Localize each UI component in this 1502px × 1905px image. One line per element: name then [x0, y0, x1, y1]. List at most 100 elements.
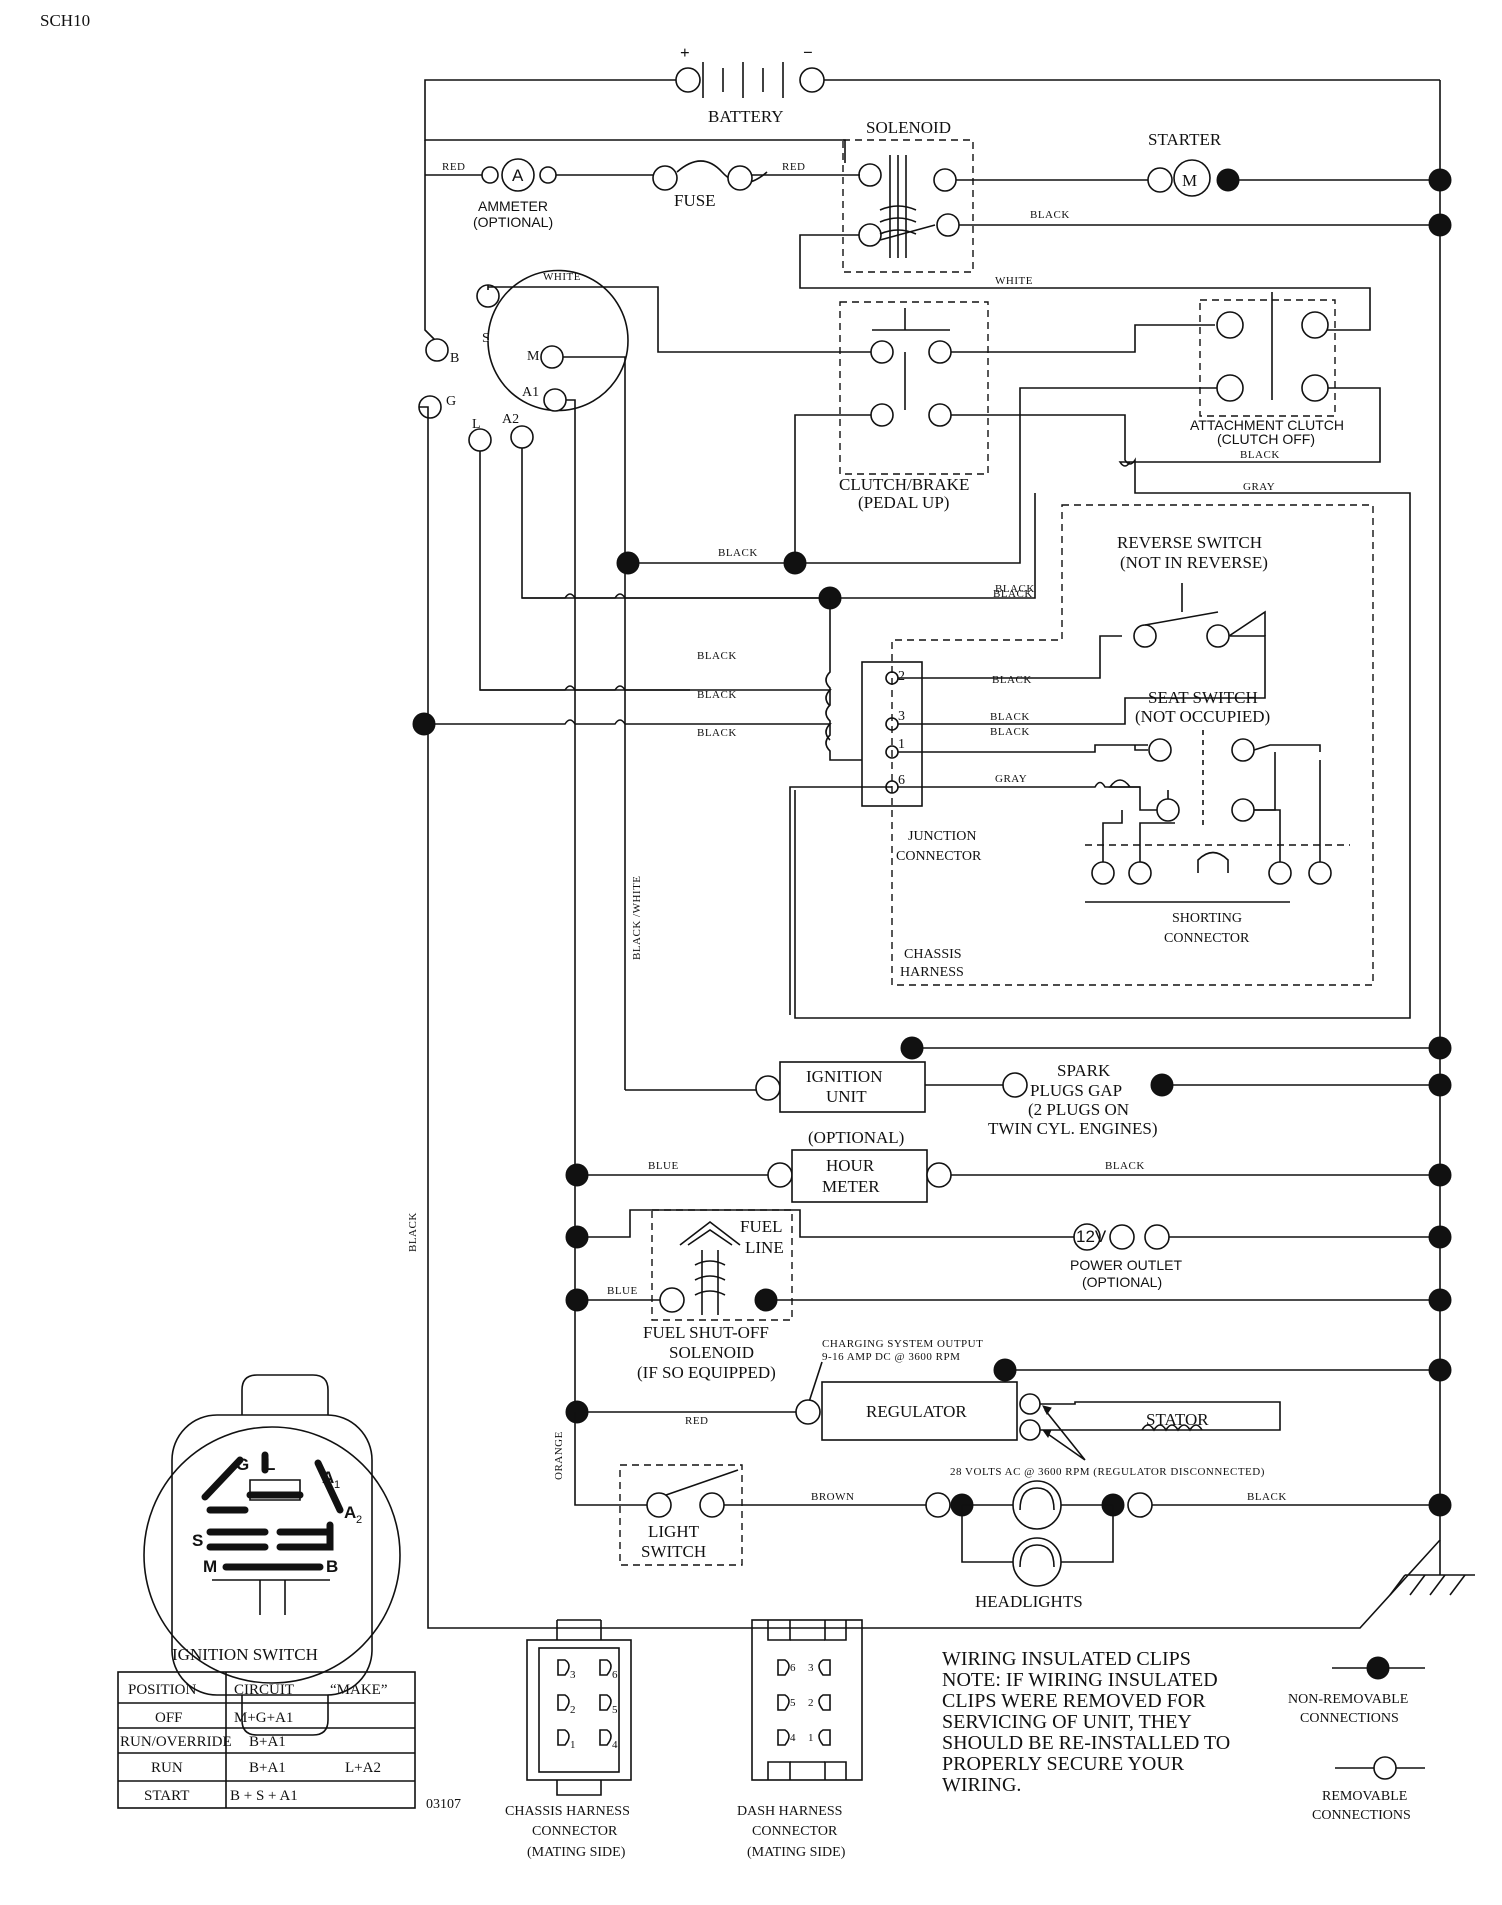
- chassis-harness-label-1: CHASSIS: [904, 947, 962, 962]
- chassis-pin-6: 6: [612, 1669, 618, 1681]
- junction-connector-label: CONNECTOR: [896, 849, 982, 864]
- shorting-connector: SHORTING CONNECTOR: [1085, 760, 1332, 946]
- light-switch: LIGHT SWITCH ORANGE BROWN: [553, 1412, 928, 1566]
- dash-pin-1: 1: [808, 1732, 814, 1744]
- note-line-7: WIRING.: [942, 1774, 1021, 1796]
- dash-pin-6: 6: [790, 1662, 796, 1674]
- chassis-connector-label-1: CHASSIS HARNESS: [505, 1804, 630, 1819]
- chassis-harness-connector: 3 6 2 5 1 4 CHASSIS HARNESS CONNECTOR (M…: [505, 1619, 632, 1860]
- switch-a1: A: [322, 1468, 334, 1487]
- dash-pin-2: 2: [808, 1697, 814, 1709]
- ammeter-label: AMMETER: [478, 198, 548, 214]
- power-outlet-label: POWER OUTLET: [1070, 1257, 1182, 1273]
- dash-connector-label-3: (MATING SIDE): [747, 1845, 846, 1860]
- black-wires-mid: BLACK BLACK: [522, 493, 1036, 761]
- headlights-label: HEADLIGHTS: [975, 1592, 1083, 1611]
- legend-removable-2: CONNECTIONS: [1312, 1808, 1411, 1823]
- seat-switch: SEAT SWITCH (NOT OCCUPIED): [1085, 688, 1350, 846]
- table-header-make: “MAKE”: [330, 1682, 387, 1698]
- chassis-pin-2: 2: [570, 1704, 576, 1716]
- terminal-g: G: [446, 394, 456, 409]
- wire-black-10: BLACK: [990, 726, 1030, 738]
- wire-black-11: BLACK: [1105, 1160, 1145, 1172]
- wire-black-8: BLACK: [992, 674, 1032, 686]
- spark-label-3: (2 PLUGS ON: [1028, 1100, 1129, 1119]
- shorting-label: SHORTING: [1172, 911, 1242, 926]
- junction-pin-2: 2: [898, 669, 905, 684]
- wire-black-4: BLACK: [995, 583, 1035, 595]
- junction-label: JUNCTION: [908, 829, 976, 844]
- reverse-switch-sub: (NOT IN REVERSE): [1120, 553, 1268, 572]
- clutch-brake: CLUTCH/BRAKE (PEDAL UP) GRAY: [794, 301, 1411, 1019]
- fuel-line-label-2: LINE: [745, 1238, 784, 1257]
- spark-label-2: PLUGS GAP: [1030, 1081, 1122, 1100]
- clutch-brake-sub: (PEDAL UP): [858, 493, 949, 512]
- wire-gray-2: GRAY: [995, 773, 1027, 785]
- attachment-clutch: ATTACHMENT CLUTCH (CLUTCH OFF) BLACK: [795, 292, 1381, 564]
- spark-label-1: SPARK: [1057, 1061, 1111, 1080]
- junction-pin-6: 6: [898, 773, 905, 788]
- power-outlet-symbol: 12V: [1076, 1227, 1107, 1246]
- wire-blue-1: BLUE: [648, 1160, 679, 1172]
- chassis-pin-4: 4: [612, 1739, 618, 1751]
- starter-label: STARTER: [1148, 130, 1222, 149]
- terminal-a2: A2: [502, 412, 519, 427]
- table-row-run-circuit: B+A1: [249, 1760, 286, 1776]
- fuel-shutoff-label-1: FUEL SHUT-OFF: [643, 1323, 769, 1342]
- wire-blue-2: BLUE: [607, 1285, 638, 1297]
- power-outlet-optional: (OPTIONAL): [1082, 1274, 1162, 1290]
- battery-label: BATTERY: [708, 107, 784, 126]
- light-switch-label-1: LIGHT: [648, 1522, 700, 1541]
- attachment-clutch-sub: (CLUTCH OFF): [1217, 431, 1315, 447]
- wire-black-1: BLACK: [1030, 209, 1070, 221]
- note-line-6: PROPERLY SECURE YOUR: [942, 1753, 1185, 1775]
- ammeter-symbol: A: [512, 166, 524, 185]
- table-row-off-circuit: M+G+A1: [234, 1710, 293, 1726]
- table-row-run-extra: L+A2: [345, 1760, 381, 1776]
- note-line-3: CLIPS WERE REMOVED FOR: [942, 1690, 1206, 1712]
- switch-m: M: [203, 1557, 217, 1576]
- note-line-2: NOTE: IF WIRING INSULATED: [942, 1669, 1218, 1691]
- seat-switch-sub: (NOT OCCUPIED): [1135, 707, 1270, 726]
- junction-pin-1: 1: [898, 737, 905, 752]
- terminal-b: B: [450, 351, 459, 366]
- note-line-5: SHOULD BE RE-INSTALLED TO: [942, 1732, 1230, 1754]
- wire-red-1: RED: [442, 161, 466, 173]
- legend-removable-1: REMOVABLE: [1322, 1789, 1407, 1804]
- ammeter-optional: (OPTIONAL): [473, 214, 553, 230]
- drawing-number: 03107: [426, 1797, 461, 1812]
- wire-black-3: BLACK: [718, 547, 758, 559]
- chassis-connector-label-2: CONNECTOR: [532, 1824, 618, 1839]
- terminal-m: M: [527, 349, 540, 364]
- legend-non-removable-1: NON-REMOVABLE: [1288, 1692, 1408, 1707]
- wire-gray-1: GRAY: [1243, 481, 1275, 493]
- switch-a1-sub: 1: [334, 1479, 341, 1491]
- clutch-brake-label: CLUTCH/BRAKE: [839, 475, 969, 494]
- reverse-switch-label: REVERSE SWITCH: [1117, 533, 1262, 552]
- dash-pin-3: 3: [808, 1662, 814, 1674]
- charging-label-1: CHARGING SYSTEM OUTPUT: [822, 1338, 983, 1350]
- ignition-switch-title: IGNITION SWITCH: [172, 1645, 318, 1664]
- wire-black-9: BLACK: [990, 711, 1030, 723]
- ammeter-fuse-line: A RED RED AMMETER (OPTIONAL) FUSE: [424, 140, 860, 346]
- wire-black-7: BLACK: [697, 727, 737, 739]
- dash-connector-label-2: CONNECTOR: [752, 1824, 838, 1839]
- light-switch-label-2: SWITCH: [641, 1542, 706, 1561]
- junction-pin-3: 3: [898, 709, 905, 724]
- hour-meter-label-2: METER: [822, 1177, 880, 1196]
- junction-connector: 2 3 1 6 JUNCTION CONNECTOR BLACK BLACK B…: [412, 635, 1266, 1015]
- dash-pin-5: 5: [790, 1697, 796, 1709]
- ignition-table: POSITION CIRCUIT “MAKE” OFF M+G+A1 RUN/O…: [117, 1671, 416, 1809]
- solenoid-label: SOLENOID: [866, 118, 951, 137]
- chassis-harness-label-2: HARNESS: [900, 965, 964, 980]
- ignition-unit: IGNITION UNIT SPARK PLUGS GAP (2 PLUGS O…: [625, 875, 1452, 1138]
- wire-black-6: BLACK: [697, 689, 737, 701]
- schematic-code: SCH10: [40, 11, 90, 30]
- battery-minus: −: [803, 43, 813, 62]
- table-header-circuit: CIRCUIT: [234, 1682, 294, 1698]
- regulator-label: REGULATOR: [866, 1402, 967, 1421]
- chassis-pin-3: 3: [570, 1669, 576, 1681]
- wire-black-5: BLACK: [697, 650, 737, 662]
- wire-brown: BROWN: [811, 1491, 854, 1503]
- fuel-shutoff-solenoid: 12V POWER OUTLET (OPTIONAL) FUEL LINE BL…: [565, 1209, 1452, 1382]
